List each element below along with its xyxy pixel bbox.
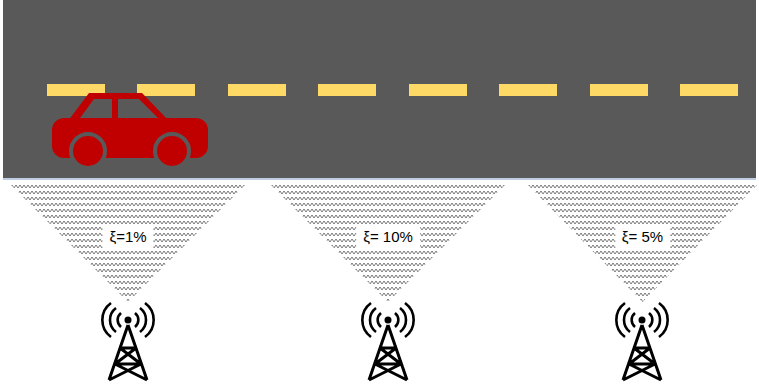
- lane-dash: [409, 84, 467, 96]
- car-cabin: [68, 93, 169, 121]
- car: [52, 93, 208, 168]
- coverage-triangle: [527, 184, 758, 302]
- car-wheel: [155, 134, 189, 168]
- car-window: [80, 99, 112, 118]
- error-rate-label: ξ=1%: [102, 224, 153, 250]
- lane-dash: [499, 84, 557, 96]
- lane-dash: [680, 84, 738, 96]
- lane-dash: [318, 84, 376, 96]
- road: [3, 0, 756, 178]
- car-window: [118, 99, 158, 118]
- lane-dash: [137, 84, 195, 96]
- antenna-tower: [616, 303, 667, 380]
- error-rate-label: ξ= 5%: [615, 224, 670, 250]
- coverage-triangle: [270, 184, 506, 302]
- antenna-tower: [362, 303, 413, 380]
- car-wheel: [71, 134, 105, 168]
- coverage-triangle: [10, 184, 246, 302]
- coverage-zone: ξ=1%: [10, 184, 246, 302]
- road-edge: [3, 178, 756, 180]
- antenna-tower: [102, 303, 153, 380]
- error-rate-label: ξ= 10%: [356, 224, 420, 250]
- coverage-zone: ξ= 5%: [527, 184, 758, 302]
- coverage-zone: ξ= 10%: [270, 184, 506, 302]
- lane-dash: [590, 84, 648, 96]
- lane-dash: [228, 84, 286, 96]
